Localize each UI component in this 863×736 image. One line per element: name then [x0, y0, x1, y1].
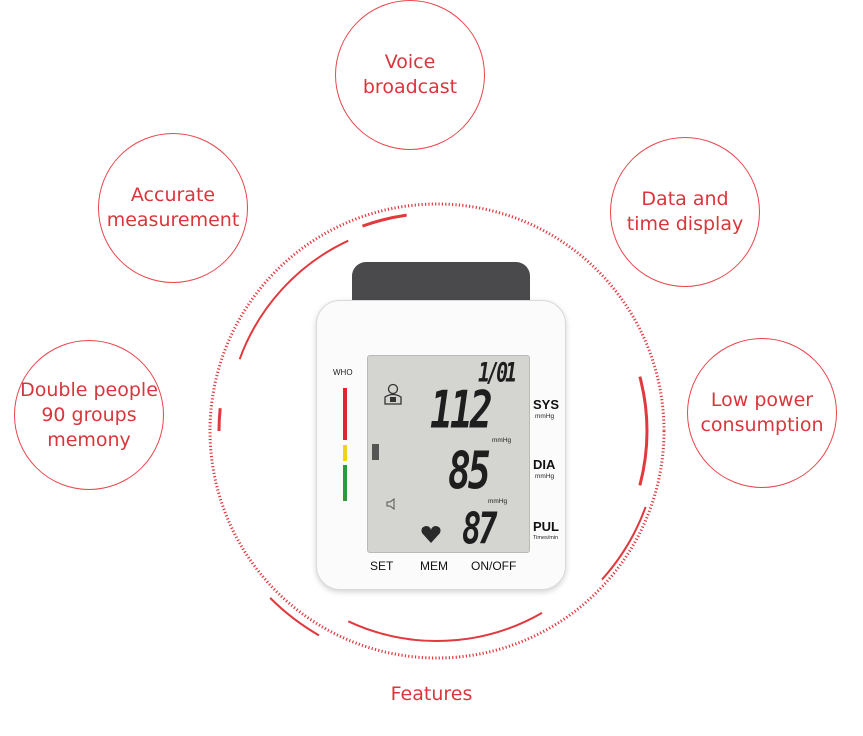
lcd-screen [367, 355, 530, 553]
level-indicator [372, 444, 379, 460]
date-display: 1/01 [478, 356, 517, 389]
who-bar-green [343, 465, 347, 501]
feature-voice-broadcast: Voice broadcast [335, 0, 485, 150]
accent-arc [638, 376, 649, 486]
sys-label: SYS [533, 397, 560, 412]
feature-accurate-measurement: Accurate measurement [98, 133, 248, 283]
accent-arc [601, 506, 647, 581]
lcd-unit-dia: mmHg [488, 498, 508, 505]
lcd-unit-sys: mmHg [492, 437, 512, 444]
feature-data-time-display: Data and time display [610, 137, 760, 287]
accent-arc [217, 408, 222, 432]
dotted-ring [208, 202, 666, 660]
speaker-icon [386, 498, 395, 510]
dia-label: DIA [533, 457, 556, 472]
on-off-button[interactable]: ON/OFF [471, 559, 517, 573]
who-bar-yellow [343, 445, 347, 461]
set-button[interactable]: SET [370, 559, 394, 573]
dia-unit: mmHg [535, 473, 555, 480]
mem-button[interactable]: MEM [420, 559, 448, 573]
pul-unit: Times/min [533, 535, 559, 541]
features-caption: Features [390, 683, 473, 705]
feature-low-power: Low power consumption [687, 338, 837, 488]
pul-value: 87 [462, 503, 497, 555]
sys-unit: mmHg [535, 413, 555, 420]
feature-double-people-memory: Double people 90 groups memony [14, 340, 164, 490]
sys-value: 112 [430, 380, 493, 440]
dia-value: 85 [448, 441, 491, 501]
who-bar-red [343, 388, 347, 440]
accent-arc [269, 597, 320, 637]
pul-label: PUL [533, 519, 559, 534]
accent-arc [238, 239, 349, 360]
accent-arc [361, 213, 407, 228]
user-icon [384, 383, 402, 405]
accent-arc [347, 611, 543, 642]
heart-icon [421, 526, 441, 543]
who-label: WHO [333, 368, 353, 377]
